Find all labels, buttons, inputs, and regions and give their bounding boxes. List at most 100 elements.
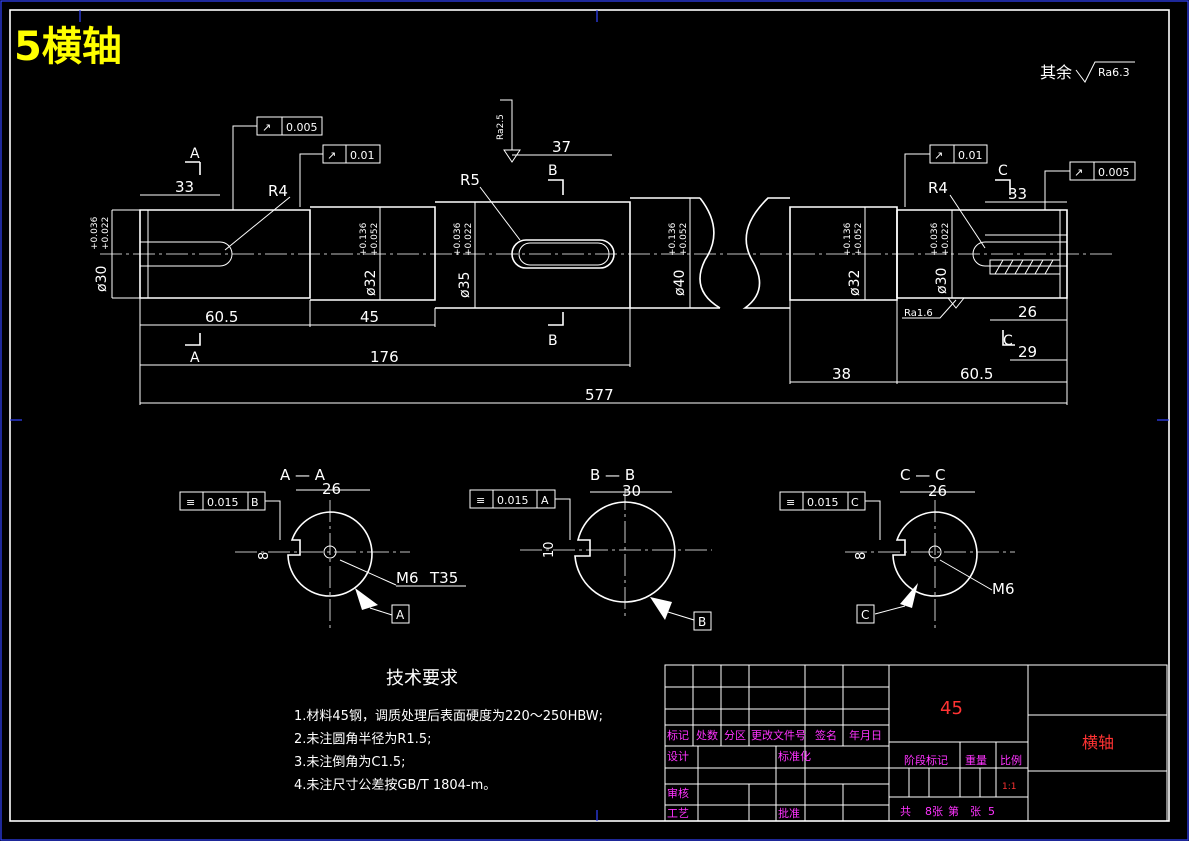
runout-2-value: 0.01: [350, 149, 375, 162]
tol-30b-up: +0.036: [930, 222, 940, 256]
radius-r5: R5: [460, 171, 480, 189]
tol-40-lo: +0.052: [679, 223, 689, 256]
dim-176: 176: [370, 348, 399, 366]
dia-30a: ø30: [94, 266, 110, 292]
svg-text:↗: ↗: [934, 149, 943, 162]
linear-dims: 33 60.5 45 176 577 38 60.5 37 33 26 29: [139, 138, 1068, 405]
label-of: 第: [948, 804, 959, 818]
dia-32b: ø32: [847, 270, 863, 296]
section-a-depth: 8: [257, 552, 272, 560]
section-b-depth: 10: [542, 541, 557, 558]
dim-60-5a: 60.5: [205, 308, 238, 326]
sym-a-value: 0.015: [207, 496, 239, 509]
section-markers: A A B B C C: [185, 146, 1015, 366]
tol-40-up: +0.136: [668, 222, 678, 256]
shaft-outline: [100, 197, 1115, 309]
roughness-mark-ra16: [902, 297, 965, 319]
roughness-prefix: 其余: [1040, 63, 1072, 82]
requirement-item: 1.材料45钢，调质处理后表面硬度为220～250HBW;: [294, 708, 603, 724]
dim-26: 26: [1018, 303, 1037, 321]
tol-30b-lo: +0.022: [941, 223, 951, 256]
label-unit-a: 张: [932, 805, 943, 818]
break-line-right: [742, 197, 790, 309]
label-process: 工艺: [667, 807, 689, 820]
tol-35-lo: +0.022: [464, 223, 474, 256]
break-line-left: [699, 197, 721, 309]
runout-4-value: 0.005: [1098, 166, 1130, 179]
material: 45: [940, 698, 963, 719]
gdt-runout-2: ↗ 0.01: [299, 144, 381, 207]
roughness-symbol: [1075, 61, 1135, 83]
section-view-c: C — C 26 8 ≡ 0.015 C M6 C: [779, 466, 1015, 630]
section-a-top: A: [190, 146, 200, 162]
sym-b-ref: A: [541, 494, 549, 507]
label-count: 处数: [696, 729, 718, 742]
sheet-number: 5: [988, 805, 995, 818]
tol-32b-lo: +0.052: [854, 223, 864, 256]
section-a-note: M6: [396, 569, 419, 587]
section-c-datum: C: [861, 608, 869, 622]
label-date: 年月日: [849, 728, 882, 742]
label-mark: 标记: [667, 728, 689, 742]
gdt-runout-1: ↗ 0.005: [232, 116, 323, 210]
runout-1-value: 0.005: [286, 121, 318, 134]
section-b-top: B: [548, 163, 558, 179]
tech-requirements: 技术要求 1.材料45钢，调质处理后表面硬度为220～250HBW; 2.未注圆…: [294, 668, 603, 793]
requirement-item: 3.未注倒角为C1.5;: [294, 755, 406, 770]
label-check: 审核: [667, 786, 689, 800]
roughness-mark-ra25: [500, 99, 521, 163]
section-c-depth: 8: [854, 552, 869, 560]
tol-32a-up: +0.136: [359, 222, 369, 256]
tol-32a-lo: +0.052: [370, 223, 380, 256]
dim-33a: 33: [175, 178, 194, 196]
roughness-ra25: Ra2.5: [496, 114, 506, 140]
dia-30b: ø30: [934, 268, 950, 294]
dim-33b: 33: [1008, 185, 1027, 203]
section-c-width: 26: [928, 482, 947, 500]
dia-35: ø35: [457, 272, 473, 298]
dim-45: 45: [360, 308, 379, 326]
tol-35-up: +0.036: [453, 222, 463, 256]
label-doc: 更改文件号: [751, 728, 806, 742]
dim-577: 577: [585, 386, 614, 404]
title-block: 45 横轴 标记 处数 分区 更改文件号 签名 年月日 设计 标准化 阶段标记 …: [664, 664, 1168, 822]
dim-38: 38: [832, 365, 851, 383]
section-b-datum: B: [698, 615, 706, 629]
label-std: 标准化: [778, 749, 811, 763]
left-keyway: [140, 241, 233, 267]
svg-text:↗: ↗: [327, 149, 336, 162]
middle-keyway: [511, 239, 615, 269]
section-c-note: M6: [992, 580, 1015, 598]
section-c-bot: C: [1003, 333, 1013, 349]
requirement-item: 4.未注尺寸公差按GB/T 1804-m。: [294, 778, 496, 793]
right-keyway: [985, 241, 1067, 267]
section-b-bot: B: [548, 333, 558, 349]
section-a-bot: A: [190, 350, 200, 366]
radius-r4-left: R4: [268, 182, 288, 200]
label-approve: 批准: [778, 806, 800, 820]
tol-30a-lo: +0.022: [101, 217, 111, 250]
section-b-width: 30: [622, 482, 641, 500]
sym-a-ref: B: [251, 496, 259, 509]
svg-text:≡: ≡: [476, 494, 485, 507]
section-a-note2: T35: [429, 569, 458, 587]
gdt-runout-3: ↗ 0.01: [904, 144, 988, 207]
label-total: 共: [900, 805, 911, 818]
roughness-ra16: Ra1.6: [904, 308, 933, 319]
svg-text:≡: ≡: [186, 496, 195, 509]
section-a-datum: A: [396, 608, 405, 622]
requirements-heading: 技术要求: [386, 668, 458, 689]
inner-frame: [9, 9, 1170, 822]
drawing-title: 5横轴: [14, 24, 122, 70]
label-unit-b: 张: [970, 805, 981, 818]
section-view-b: B — B 30 10 ≡ 0.015 A B: [469, 466, 712, 631]
label-sign: 签名: [815, 728, 837, 742]
svg-text:↗: ↗: [262, 121, 271, 134]
gdt-runout-4: ↗ 0.005: [1044, 161, 1136, 210]
runout-3-value: 0.01: [958, 149, 983, 162]
dim-60-5b: 60.5: [960, 365, 993, 383]
label-zone: 分区: [724, 729, 746, 742]
radius-r4-right: R4: [928, 179, 948, 197]
